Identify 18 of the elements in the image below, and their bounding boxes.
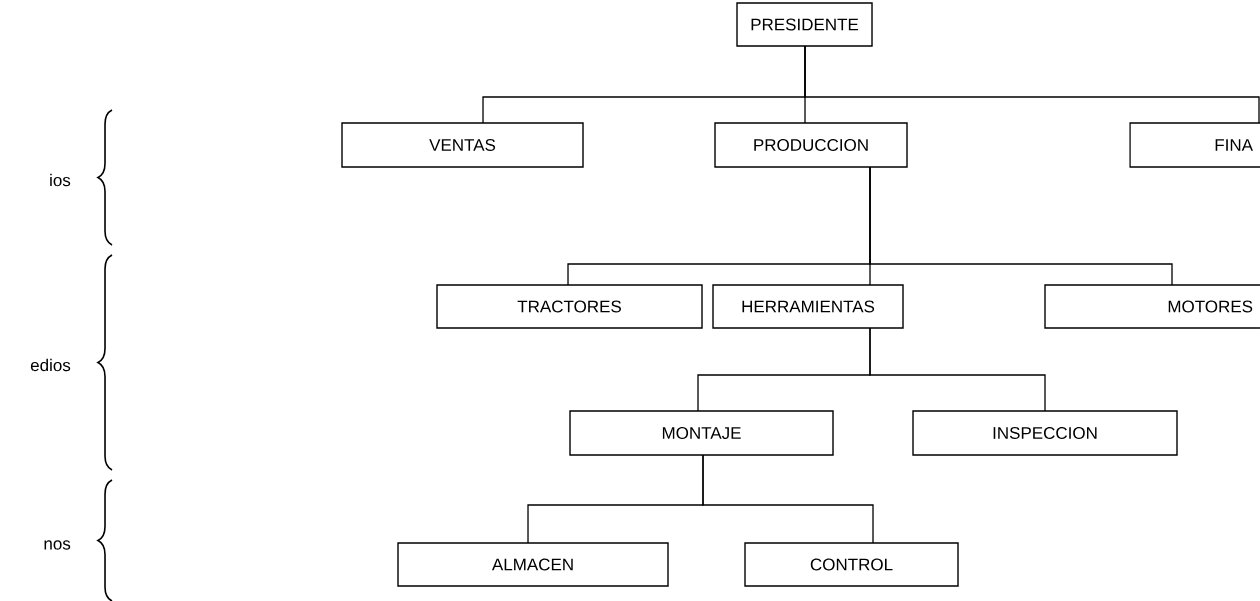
side-label: nos <box>44 540 71 550</box>
side-label: ios <box>50 173 71 187</box>
connector-line <box>804 45 1260 124</box>
org-box: FINA <box>1129 122 1260 168</box>
org-box: VENTAS <box>341 122 584 168</box>
org-box: HERRAMIENTAS <box>712 284 904 329</box>
org-box: MOTORES <box>1044 284 1260 329</box>
org-box: ALMACEN <box>397 542 669 587</box>
org-box: TRACTORES <box>436 284 703 329</box>
org-box: MONTAJE <box>569 410 834 456</box>
connector-line <box>869 327 1046 412</box>
connector-line <box>702 454 874 544</box>
org-box: PRODUCCION <box>714 122 908 168</box>
org-box: CONTROL <box>744 542 959 587</box>
org-box: INSPECCION <box>912 410 1178 456</box>
side-label: edios <box>30 358 71 372</box>
org-box: PRESIDENTE <box>736 2 873 47</box>
connector-line <box>869 166 1173 286</box>
